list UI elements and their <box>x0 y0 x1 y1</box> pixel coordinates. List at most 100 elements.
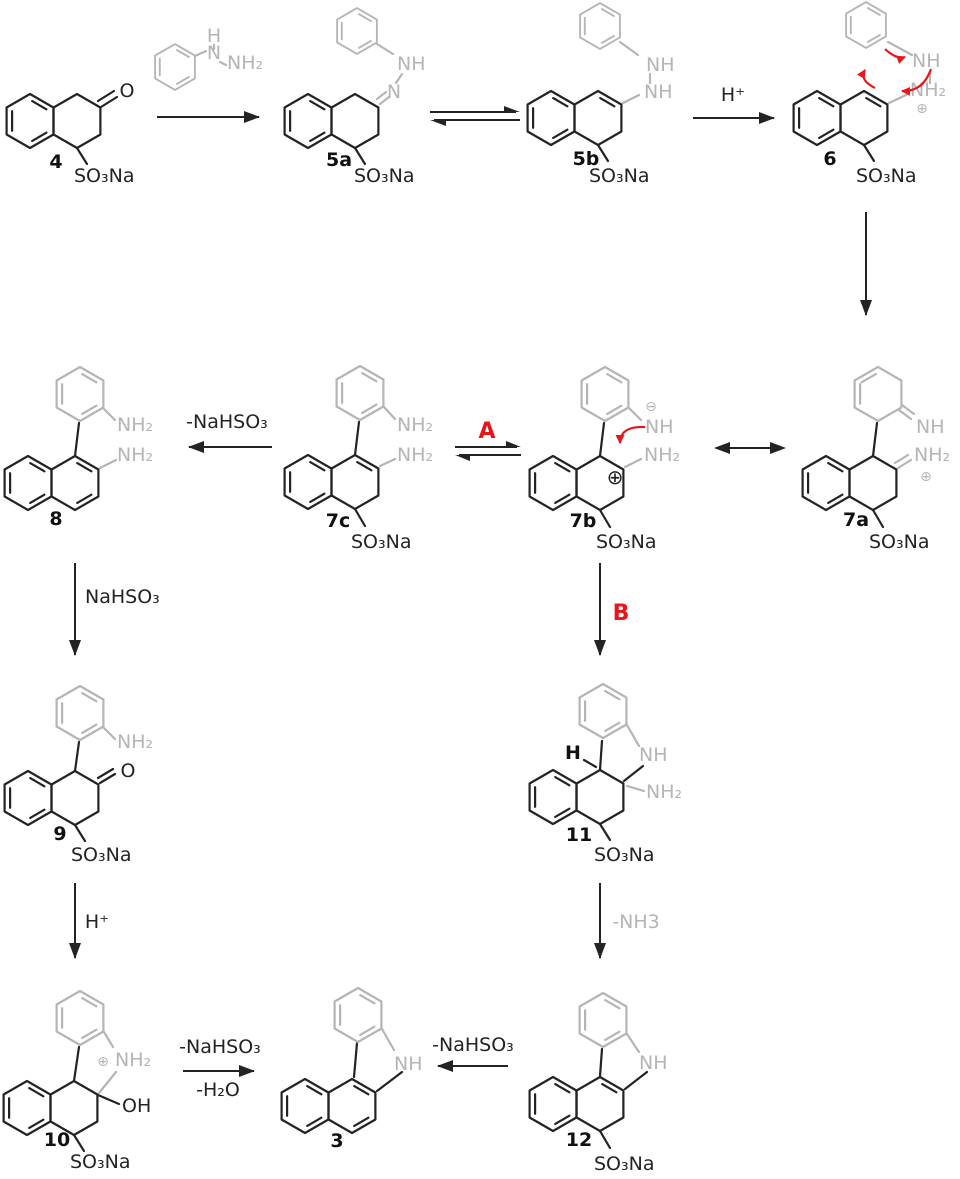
compound-5b-number: 5b <box>573 148 600 170</box>
arrow-10-to-3: -NaHSO₃ -H₂O <box>179 1036 261 1101</box>
compound-10-oh: OH <box>122 1095 151 1117</box>
compound-7b-curved-arrow <box>615 425 646 444</box>
compound-4-so3na: SO₃Na <box>74 165 135 187</box>
compound-12-nh: NH <box>639 1052 668 1074</box>
compound-5a-so3na: SO₃Na <box>354 165 415 187</box>
compound-11-h: H <box>565 742 581 764</box>
label-minus-nahso3-bottom-left: -NaHSO₃ <box>179 1036 261 1058</box>
compound-7a-plus-charge: ⊕ <box>920 469 932 485</box>
compound-7a-so3na: SO₃Na <box>869 531 930 553</box>
compound-5a: N NH 5a SO₃Na <box>285 8 426 187</box>
compound-7b-minus-charge: ⊖ <box>645 399 657 415</box>
arrow-7b-to-11: B <box>594 563 630 656</box>
arrow-8-to-9: NaHSO₃ <box>69 563 160 656</box>
label-nahso3-down: NaHSO₃ <box>85 586 160 608</box>
compound-10-number: 10 <box>44 1129 70 1151</box>
compound-10: ⊕ NH₂ OH 10 SO₃Na <box>4 991 151 1173</box>
arrow-7c-to-8: -NaHSO₃ <box>186 411 272 453</box>
arrow-9-to-10: H⁺ <box>69 883 109 959</box>
compound-8-nh2-aryl: NH₂ <box>117 414 153 436</box>
compound-6-nh: NH <box>912 50 941 72</box>
compound-9-skeleton <box>5 740 117 843</box>
compound-4: O 4 SO₃Na <box>7 80 135 187</box>
compound-5b: NH NH 5b SO₃Na <box>528 3 675 187</box>
compound-5b-skeleton <box>528 91 622 163</box>
compound-12-number: 12 <box>566 1129 592 1151</box>
compound-6-nh2: NH₂ <box>910 79 946 101</box>
compound-7b-so3na: SO₃Na <box>596 531 657 553</box>
compound-11-nh: NH <box>639 744 668 766</box>
compound-11: H NH NH₂ 11 SO₃Na <box>530 684 682 866</box>
compound-7b: ⊖ NH NH₂ ⊕ 7b SO₃Na <box>530 367 680 553</box>
compound-4-oxygen: O <box>120 80 135 102</box>
compound-9-nh2: NH₂ <box>117 731 153 753</box>
compound-6-curved-arrows <box>857 48 933 96</box>
compound-10-so3na: SO₃Na <box>70 1151 131 1173</box>
compound-9-oxygen: O <box>121 760 136 782</box>
compound-5a-hydrazone <box>337 8 404 106</box>
compound-8-nh2-naphthyl: NH₂ <box>117 444 153 466</box>
compound-9-so3na: SO₃Na <box>71 844 132 866</box>
label-path-a: A <box>478 419 495 444</box>
compound-10-gray <box>57 991 118 1095</box>
equilibrium-5a-5b <box>430 106 520 126</box>
compound-7c-so3na: SO₃Na <box>351 531 412 553</box>
compound-11-gray <box>580 684 646 793</box>
compound-11-number: 11 <box>566 824 592 846</box>
resonance-arrow-7b-7a <box>714 442 786 454</box>
compound-5a-n: N <box>387 81 401 103</box>
compound-7a-nh: NH <box>916 416 945 438</box>
compound-6-so3na: SO₃Na <box>856 165 917 187</box>
compound-8-skeleton <box>5 421 99 510</box>
compound-5b-nh-lower: NH <box>644 81 673 103</box>
compound-3: NH 3 <box>282 988 423 1152</box>
reagent-skeleton <box>155 44 228 90</box>
compound-11-so3na: SO₃Na <box>594 844 655 866</box>
compound-10-skeleton <box>4 1045 121 1153</box>
compound-4-number: 4 <box>49 151 62 173</box>
compound-10-nh2: NH₂ <box>115 1049 151 1071</box>
compound-4-skeleton <box>7 89 119 166</box>
label-minus-nh3: -NH3 <box>612 911 659 933</box>
compound-12-skeleton <box>530 1047 649 1150</box>
compound-6-plus-charge: ⊕ <box>916 101 928 117</box>
compound-11-nh2: NH₂ <box>646 781 682 803</box>
compound-5b-hydrazine <box>580 3 652 105</box>
arrow-11-to-12: -NH3 <box>594 883 660 959</box>
compound-7a: NH NH₂ ⊕ 7a SO₃Na <box>803 367 950 553</box>
compound-8-number: 8 <box>49 508 62 530</box>
compound-5a-skeleton <box>285 92 380 166</box>
label-minus-nahso3-row2: -NaHSO₃ <box>186 411 268 433</box>
compound-7c-gray <box>337 366 397 468</box>
label-minus-h2o: -H₂O <box>196 1079 240 1101</box>
reagent-phenylhydrazine: H N NH₂ <box>155 25 263 90</box>
compound-5a-number: 5a <box>326 149 352 171</box>
compound-9-gray <box>57 686 117 740</box>
compound-5b-so3na: SO₃Na <box>589 165 650 187</box>
compound-7a-skeleton <box>803 421 898 529</box>
compound-11-skeleton <box>530 739 645 842</box>
compound-7c-nh2-enamine: NH₂ <box>397 444 433 466</box>
arrow-5b-to-6: H⁺ <box>693 84 775 124</box>
label-h-plus-top: H⁺ <box>721 84 745 106</box>
compound-6: NH NH₂ ⊕ 6 SO₃Na <box>794 2 946 187</box>
compound-7c-nh2-aryl: NH₂ <box>397 414 433 436</box>
compound-3-gray <box>335 988 396 1052</box>
compound-7b-nh2: NH₂ <box>644 444 680 466</box>
compound-7c: NH₂ NH₂ 7c SO₃Na <box>285 366 433 553</box>
compound-12-gray <box>580 993 641 1054</box>
compound-5b-nh-upper: NH <box>646 54 675 76</box>
compound-7a-number: 7a <box>843 509 869 531</box>
compound-7b-skeleton <box>530 421 625 529</box>
label-path-b: B <box>613 601 630 626</box>
reagent-h: H <box>207 25 221 47</box>
equilibrium-a: A <box>455 419 521 461</box>
compound-3-number: 3 <box>330 1130 343 1152</box>
compound-5a-nh: NH <box>397 53 426 75</box>
compound-9-number: 9 <box>53 823 66 845</box>
compound-6-skeleton <box>794 91 888 163</box>
compound-9: NH₂ O 9 SO₃Na <box>5 686 153 866</box>
compound-7a-nh2: NH₂ <box>914 444 950 466</box>
compound-7b-plus-charge: ⊕ <box>607 465 624 489</box>
